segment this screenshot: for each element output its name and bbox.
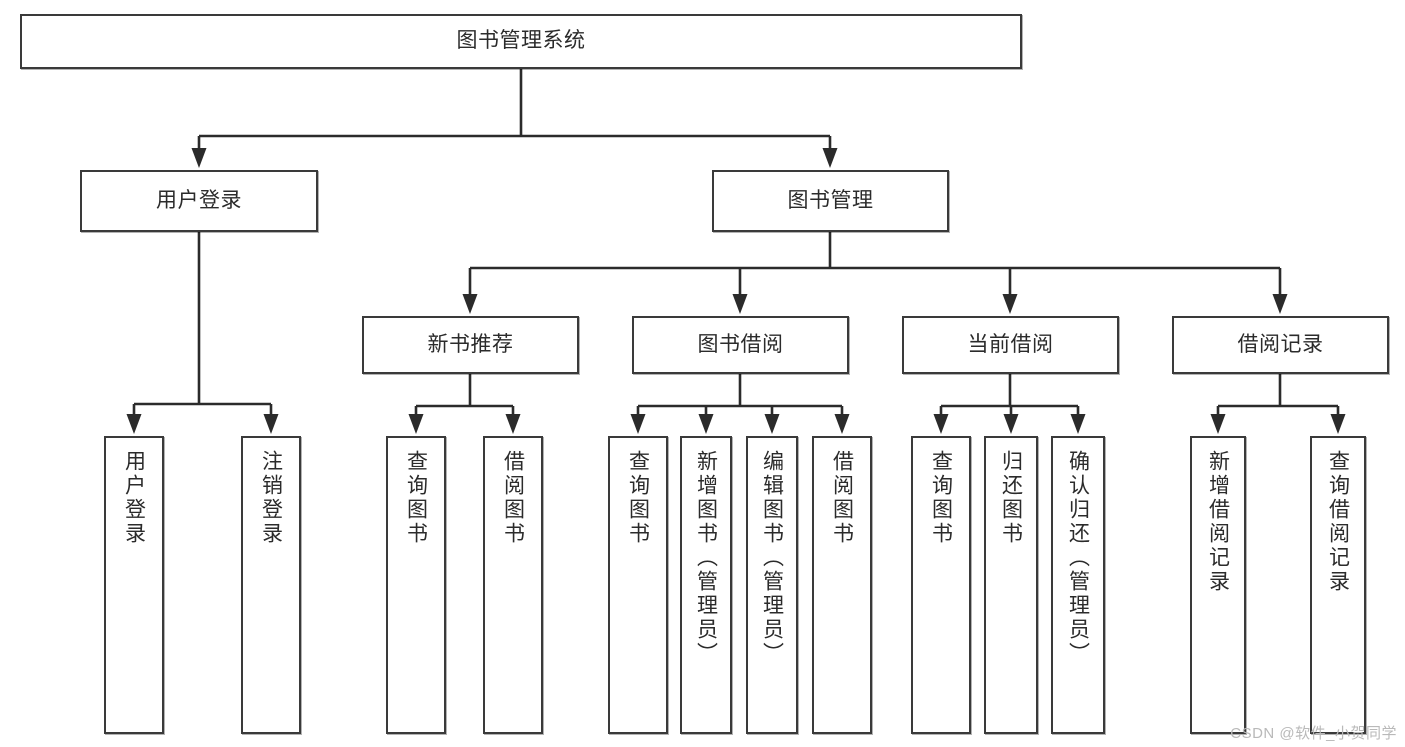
arrowhead-1 [822, 148, 838, 168]
node-label-current-borrow: 当前借阅 [967, 332, 1054, 356]
node-borrow-record[interactable]: 借阅记录 [1172, 316, 1389, 374]
arrowhead-18 [1330, 414, 1346, 434]
node-leaf-confirm-return[interactable]: 确认归还（管理员） [1051, 436, 1105, 734]
node-label-leaf-query-book-1: 查询图书 [404, 450, 428, 546]
node-leaf-query-book-3[interactable]: 查询图书 [911, 436, 971, 734]
arrowhead-9 [505, 414, 521, 434]
arrowhead-12 [764, 414, 780, 434]
node-new-book-rec[interactable]: 新书推荐 [362, 316, 579, 374]
node-label-leaf-query-record: 查询借阅记录 [1326, 450, 1350, 594]
node-book-borrow[interactable]: 图书借阅 [632, 316, 849, 374]
node-leaf-borrow-book-2[interactable]: 借阅图书 [812, 436, 872, 734]
node-label-book-manage: 图书管理 [787, 188, 874, 212]
node-user-login[interactable]: 用户登录 [80, 170, 318, 232]
arrowhead-8 [408, 414, 424, 434]
arrowhead-14 [933, 414, 949, 434]
node-current-borrow[interactable]: 当前借阅 [902, 316, 1119, 374]
arrowhead-16 [1070, 414, 1086, 434]
node-leaf-query-record[interactable]: 查询借阅记录 [1310, 436, 1366, 734]
watermark-text: CSDN @软件_小贺同学 [1230, 725, 1397, 742]
node-leaf-edit-book[interactable]: 编辑图书（管理员） [746, 436, 798, 734]
node-leaf-add-book[interactable]: 新增图书（管理员） [680, 436, 732, 734]
node-label-new-book-rec: 新书推荐 [427, 332, 514, 356]
arrowhead-0 [191, 148, 207, 168]
arrowhead-17 [1210, 414, 1226, 434]
node-label-book-borrow: 图书借阅 [697, 332, 784, 356]
node-label-user-login: 用户登录 [156, 188, 242, 212]
node-book-manage[interactable]: 图书管理 [712, 170, 949, 232]
node-leaf-borrow-book-1[interactable]: 借阅图书 [483, 436, 543, 734]
arrowhead-4 [1002, 294, 1018, 314]
node-label-leaf-query-book-2: 查询图书 [626, 450, 650, 546]
node-leaf-return-book[interactable]: 归还图书 [984, 436, 1038, 734]
node-root[interactable]: 图书管理系统 [20, 14, 1022, 69]
node-label-leaf-query-book-3: 查询图书 [929, 450, 953, 546]
node-leaf-query-book-2[interactable]: 查询图书 [608, 436, 668, 734]
arrowhead-7 [263, 414, 279, 434]
node-label-borrow-record: 借阅记录 [1237, 332, 1324, 356]
node-leaf-add-record[interactable]: 新增借阅记录 [1190, 436, 1246, 734]
node-label-leaf-add-book: 新增图书（管理员） [694, 450, 718, 666]
arrowhead-13 [834, 414, 850, 434]
node-label-leaf-add-record: 新增借阅记录 [1206, 450, 1230, 594]
arrowhead-11 [698, 414, 714, 434]
arrowhead-5 [1272, 294, 1288, 314]
node-label-leaf-borrow-book-1: 借阅图书 [501, 450, 525, 546]
node-label-leaf-return-book: 归还图书 [999, 450, 1023, 546]
arrowhead-6 [126, 414, 142, 434]
node-label-leaf-borrow-book-2: 借阅图书 [830, 450, 854, 546]
node-label-root: 图书管理系统 [456, 29, 586, 53]
node-label-leaf-user-logout: 注销登录 [259, 450, 283, 546]
node-leaf-query-book-1[interactable]: 查询图书 [386, 436, 446, 734]
node-leaf-user-login[interactable]: 用户登录 [104, 436, 164, 734]
node-label-leaf-user-login: 用户登录 [122, 450, 146, 546]
arrowhead-15 [1003, 414, 1019, 434]
arrowhead-10 [630, 414, 646, 434]
node-leaf-user-logout[interactable]: 注销登录 [241, 436, 301, 734]
arrowhead-2 [462, 294, 478, 314]
node-label-leaf-confirm-return: 确认归还（管理员） [1066, 450, 1090, 666]
node-label-leaf-edit-book: 编辑图书（管理员） [760, 450, 784, 666]
arrowhead-3 [732, 294, 748, 314]
